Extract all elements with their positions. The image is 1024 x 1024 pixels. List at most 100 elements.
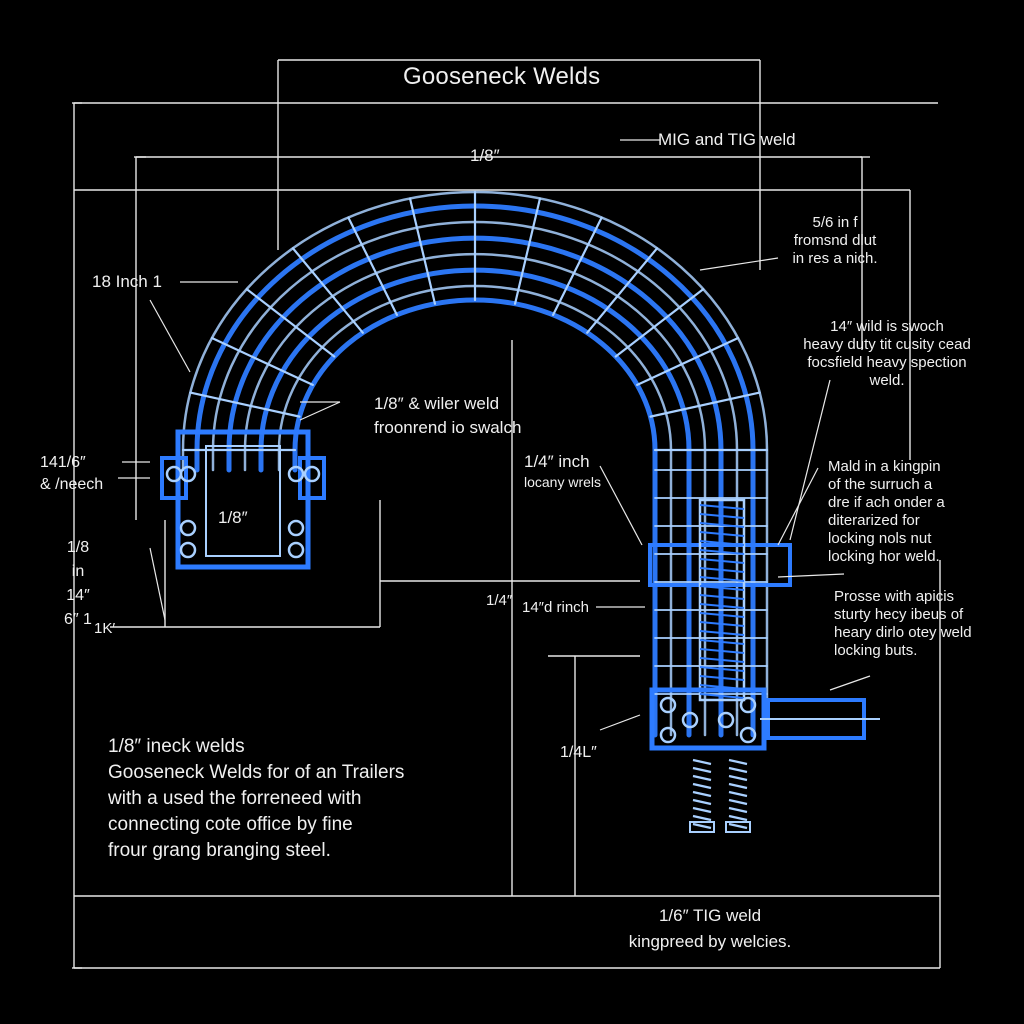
shaft-thread [699,531,745,537]
bolt-head [659,726,677,744]
shaft-thread [699,693,745,699]
frame-tube [258,267,692,738]
gooseneck-frame [181,190,769,738]
bolt-head [681,711,699,729]
bolt-head [739,726,757,744]
shaft-thread [699,612,745,618]
label-left-stack: 1/8 in 14″ 6″ 1 [50,536,106,632]
bolt-head [287,519,305,537]
description-line: frour grang branging steel. [108,840,331,861]
spring-coil [692,822,712,830]
shaft-thread [699,522,745,528]
label-inner-inch: 1/4″ inch locany wrels [524,452,601,492]
kingpin-shaft [698,498,746,702]
frame-rib [551,216,603,316]
frame-rib [291,247,364,334]
shaft-thread [699,621,745,627]
leader-line [599,714,641,731]
label-right-top: 5/6 in f fromsnd dlut in res a nich. [780,214,890,268]
label-line: in res a nich. [792,250,878,267]
label-right-kingpin: Mald in a kingpin of the surruch a dre i… [828,458,945,566]
label-left-box: 1/8″ [218,508,248,527]
leader-lines [118,139,871,731]
spring-coil [728,758,748,766]
label-bottom-dim-left: 1/4L″ [560,744,597,761]
shaft-thread [699,576,745,582]
label-line: 14″ [66,587,90,604]
label-line: froonrend io swalch [374,418,522,437]
frame-rib [513,197,542,305]
shaft-thread [699,513,745,519]
leader-line [777,573,845,578]
label-line: locking nols nut [828,530,932,547]
label-left-side: 141/6″ & /neech [40,452,103,496]
label-line: Prosse with apicis [834,588,955,605]
description-block: 1/8″ ineck welds Gooseneck Welds for of … [108,734,404,864]
label-top-weld: MIG and TIG weld [658,130,796,149]
leader-line [829,675,871,691]
shaft-thread [699,648,745,654]
frame-rib [636,336,740,387]
label-line: locking buts. [834,642,918,659]
bolt-head [659,696,677,714]
spring-coil [692,758,712,766]
label-line: diterarized for [828,512,920,529]
label-center-dim-a: 1/4″ [486,592,513,609]
bolt-head [179,519,197,537]
spring-coil [692,790,712,798]
left-bracket [298,456,326,500]
label-line: dre if ach onder a [828,494,945,511]
diagram-title: Gooseneck Welds [403,63,601,90]
frame-rib [649,391,761,418]
label-line: Mald in a kingpin [828,458,941,475]
spring-cap [725,821,751,833]
label-line: locany wrels [524,474,602,490]
label-line: of the surruch a [828,476,933,493]
spring-coil [728,774,748,782]
shaft-thread [699,603,745,609]
label-inner-weld: 1/8″ & wiler weld froonrend io swalch [374,392,521,440]
leader-line [699,257,779,271]
frame-rib [189,391,301,418]
leader-line [789,379,831,541]
label-bottom-weld: 1/6″ TIG weld kingpreed by welcies. [600,903,820,955]
bolt-head [303,465,321,483]
label-line: locking hor weld. [828,548,940,565]
frame-rib [586,247,659,334]
spring-coil [728,798,748,806]
bolt-head [739,696,757,714]
label-line: fromsnd dlut [793,232,877,249]
bolt-head [717,711,735,729]
left-bracket [160,456,188,500]
description-line: with a used the forreneed with [108,788,362,809]
label-line: 1/8″ & wiler weld [374,394,500,413]
label-line: heary dirlo otey weld [834,624,972,641]
shaft-thread [699,540,745,546]
frame-tube [226,235,724,738]
spring-cap [689,821,715,833]
spring-coil [728,822,748,830]
spring-coil [728,790,748,798]
label-top-dim: 1/8″ [470,146,500,165]
frame-rib [245,288,336,358]
shaft-thread [699,585,745,591]
label-line: kingpreed by welcies. [628,932,792,951]
left-plate-window [205,445,281,557]
spring-coil [728,766,748,774]
label-line: 1/4″ inch [524,452,590,471]
label-line: 141/6″ [40,454,86,471]
leader-line [599,465,643,546]
label-line: 1/8 [66,539,90,556]
spring-coil [692,774,712,782]
label-left-top: 18 Inch 1 [92,272,162,291]
frame-tube [292,297,658,738]
shaft-thread [699,594,745,600]
label-line: 1/6″ TIG weld [658,906,762,925]
frame-rib [347,216,399,316]
label-right-prose: Prosse with apicis sturty hecy ibeus of … [834,588,972,660]
description-line: Gooseneck Welds for of an Trailers [108,762,405,783]
gooseneck-parts [160,429,880,833]
label-line: 6″ 1 [64,611,92,628]
label-line: focsfield heavy spection [807,354,967,371]
